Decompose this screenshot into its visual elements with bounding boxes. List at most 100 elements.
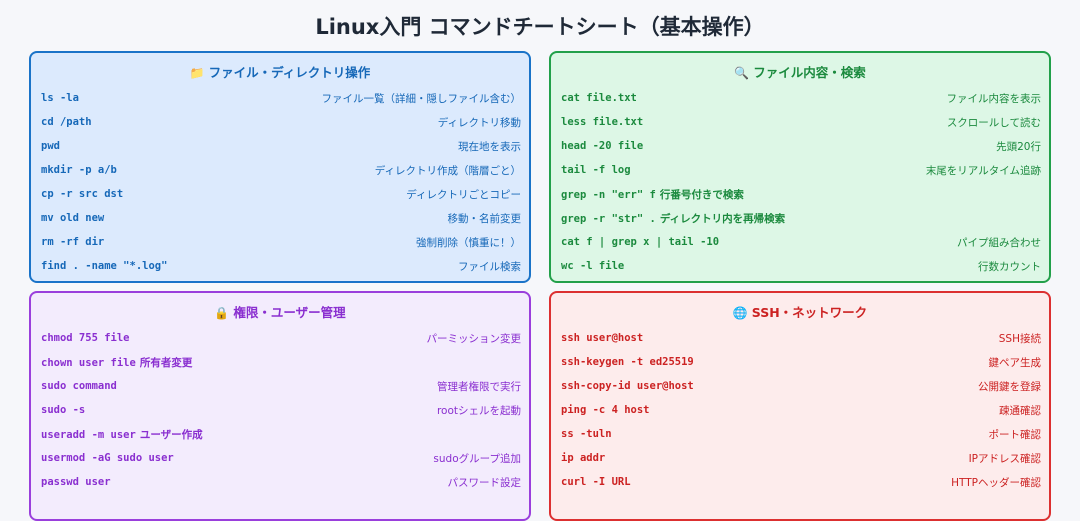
command-text: tail -f log: [561, 164, 631, 176]
command-description: ファイル検索: [458, 260, 521, 273]
command-description: パイプ組み合わせ: [957, 236, 1041, 249]
command-row: curl -I URL HTTPヘッダー確認: [551, 470, 1049, 494]
command-text: ssh user@host: [561, 332, 644, 344]
command-description: ディレクトリ作成（階層ごと）: [374, 164, 521, 177]
command-description: 疎通確認: [999, 404, 1041, 417]
section-heading-label: ファイル内容・検索: [753, 65, 866, 80]
command-row: tail -f log 末尾をリアルタイム追跡: [551, 158, 1049, 182]
command-description: SSH接続: [998, 332, 1041, 345]
command-row: cp -r src dst ディレクトリごとコピー: [31, 182, 529, 206]
section-heading: 🔍ファイル内容・検索: [551, 65, 1049, 81]
command-description: 移動・名前変更: [447, 212, 522, 225]
command-text: ls -la: [41, 92, 79, 104]
command-text: ssh-keygen -t ed25519: [561, 356, 694, 368]
section-heading: 📁ファイル・ディレクトリ操作: [31, 65, 529, 81]
command-row: ssh-copy-id user@host 公開鍵を登録: [551, 374, 1049, 398]
command-text: sudo -s: [41, 404, 86, 416]
command-description: 先頭20行: [996, 140, 1041, 153]
command-text: sudo command: [41, 380, 117, 392]
command-text: cat file.txt: [561, 92, 637, 104]
command-description: 鍵ペア生成: [988, 356, 1042, 369]
command-description: sudoグループ追加: [433, 452, 521, 465]
command-row: pwd 現在地を表示: [31, 134, 529, 158]
command-description: 現在地を表示: [458, 140, 521, 153]
command-row: wc -l file 行数カウント: [551, 254, 1049, 278]
command-description: スクロールして読む: [946, 116, 1041, 129]
command-text: wc -l file: [561, 260, 625, 272]
section-heading-label: 権限・ユーザー管理: [233, 305, 346, 320]
command-description: rootシェルを起動: [436, 404, 521, 417]
section-heading-label: SSH・ネットワーク: [751, 305, 868, 320]
command-row: head -20 file 先頭20行: [551, 134, 1049, 158]
page-title: Linux入門 コマンドチートシート（基本操作）: [315, 15, 765, 39]
magnifier-icon: 🔍: [734, 66, 750, 80]
command-description: ユーザー作成: [139, 428, 203, 441]
command-text: ssh-copy-id user@host: [561, 380, 694, 392]
section-heading: 🌐SSH・ネットワーク: [551, 305, 1049, 321]
command-description: 行番号付きで検索: [659, 188, 744, 201]
command-description: ディレクトリ移動: [437, 116, 521, 129]
command-row: rm -rf dir 強制削除（慎重に！）: [31, 230, 529, 254]
command-description: IPアドレス確認: [968, 452, 1041, 465]
command-row: mv old new 移動・名前変更: [31, 206, 529, 230]
command-text: mkdir -p a/b: [41, 164, 117, 176]
command-row: cat f | grep x | tail -10 パイプ組み合わせ: [551, 230, 1049, 254]
command-text: find . -name "*.log": [41, 260, 168, 272]
command-row: ss -tuln ポート確認: [551, 422, 1049, 446]
command-text: grep -r "str" .ディレクトリ内を再帰検索: [561, 212, 786, 225]
command-text: usermod -aG sudo user: [41, 452, 174, 464]
command-text: pwd: [41, 140, 60, 152]
command-description: ポート確認: [988, 428, 1042, 441]
command-row: sudo -s rootシェルを起動: [31, 398, 529, 422]
command-description: 行数カウント: [978, 260, 1041, 273]
command-row: usermod -aG sudo user sudoグループ追加: [31, 446, 529, 470]
command-text: cat f | grep x | tail -10: [561, 236, 720, 248]
command-description: 末尾をリアルタイム追跡: [925, 164, 1041, 177]
command-row: ssh-keygen -t ed25519 鍵ペア生成: [551, 350, 1049, 374]
command-text: cp -r src dst: [41, 188, 124, 200]
command-description: ディレクトリ内を再帰検索: [659, 212, 786, 225]
command-description: 公開鍵を登録: [978, 380, 1041, 393]
command-row: grep -r "str" .ディレクトリ内を再帰検索: [551, 206, 1049, 230]
command-row: less file.txt スクロールして読む: [551, 110, 1049, 134]
command-description: 強制削除（慎重に！）: [416, 236, 521, 249]
command-text: head -20 file: [561, 140, 644, 152]
command-description: HTTPヘッダー確認: [951, 476, 1041, 489]
command-row: find . -name "*.log" ファイル検索: [31, 254, 529, 278]
command-text: rm -rf dir: [41, 236, 105, 248]
command-description: 管理者権限で実行: [437, 380, 521, 393]
section-heading-label: ファイル・ディレクトリ操作: [208, 65, 371, 80]
command-text: less file.txt: [561, 116, 644, 128]
command-text: passwd user: [41, 476, 111, 488]
command-text: mv old new: [41, 212, 105, 224]
command-text: ss -tuln: [561, 428, 612, 440]
command-list: ssh user@host SSH接続 ssh-keygen -t ed25519 鍵…: [551, 326, 1049, 494]
command-row: passwd user パスワード設定: [31, 470, 529, 494]
command-row: mkdir -p a/b ディレクトリ作成（階層ごと）: [31, 158, 529, 182]
command-row: ip addr IPアドレス確認: [551, 446, 1049, 470]
command-text: ip addr: [561, 452, 606, 464]
globe-icon: 🌐: [732, 306, 748, 320]
command-description: パーミッション変更: [426, 332, 522, 345]
command-description: ディレクトリごとコピー: [406, 188, 521, 201]
lock-icon: 🔒: [214, 306, 230, 320]
command-text: ping -c 4 host: [561, 404, 650, 416]
command-text: curl -I URL: [561, 476, 631, 488]
command-description: パスワード設定: [447, 476, 522, 489]
command-row: ping -c 4 host 疎通確認: [551, 398, 1049, 422]
